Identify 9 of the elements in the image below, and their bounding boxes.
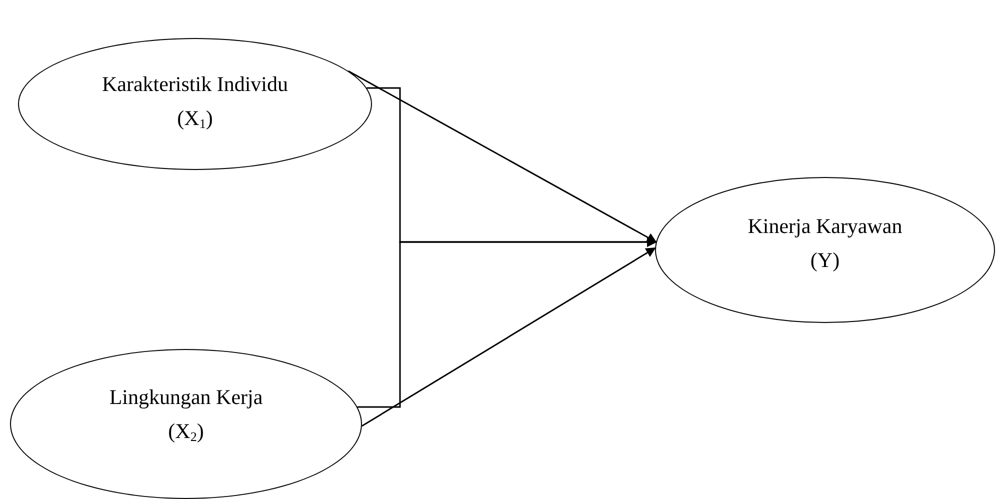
- variable-name: Lingkungan Kerja: [109, 384, 263, 411]
- variable-symbol: (X$_{2}$): [168, 418, 204, 446]
- variable-symbol: (Y): [810, 247, 840, 274]
- variable-name: Kinerja Karyawan: [748, 213, 902, 240]
- arrow: [348, 70, 657, 243]
- variable-name: Karakteristik Individu: [102, 71, 288, 98]
- arrow: [362, 247, 656, 427]
- arrow: [357, 237, 658, 408]
- variable-symbol: (X$_{1}$): [177, 105, 213, 133]
